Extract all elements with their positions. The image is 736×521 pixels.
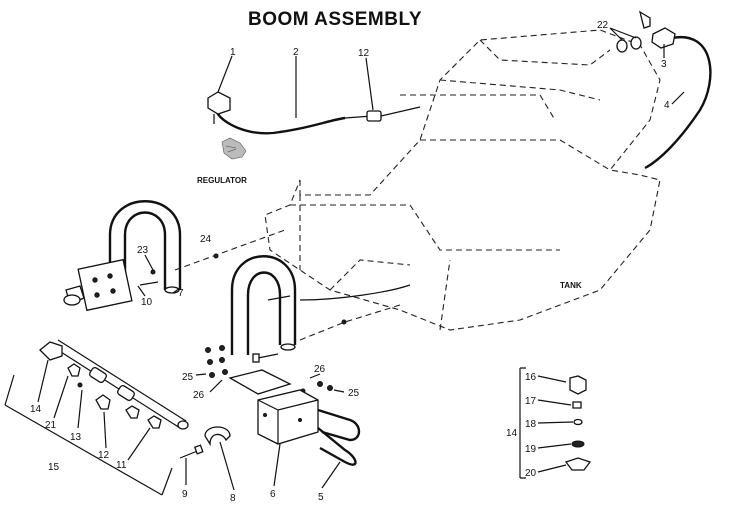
callout-12-boom: 12 bbox=[98, 450, 110, 461]
callout-22: 22 bbox=[597, 20, 609, 31]
callout-5: 5 bbox=[318, 492, 324, 503]
callout-bracket-15 bbox=[4, 374, 173, 496]
diagram-title: BOOM ASSEMBLY bbox=[248, 9, 422, 30]
callout-12-top: 12 bbox=[358, 48, 370, 59]
callout-20: 20 bbox=[525, 468, 537, 479]
callout-23: 23 bbox=[137, 245, 149, 256]
callout-25-right: 25 bbox=[348, 388, 360, 399]
nozzle-body-20 bbox=[564, 457, 592, 471]
strainer-18 bbox=[573, 418, 583, 426]
u-bracket-7 bbox=[63, 200, 286, 312]
callout-3: 3 bbox=[661, 59, 667, 70]
end-fitting-14 bbox=[39, 341, 63, 361]
callout-24: 24 bbox=[200, 234, 212, 245]
callout-15: 15 bbox=[48, 462, 60, 473]
leader-lines bbox=[37, 27, 685, 491]
callout-17: 17 bbox=[525, 396, 537, 407]
hose-4 bbox=[616, 10, 712, 170]
callout-1: 1 bbox=[230, 47, 236, 58]
u-bolt-5 bbox=[317, 408, 361, 466]
fitting-3 bbox=[651, 27, 676, 49]
bracket-3 bbox=[638, 10, 651, 29]
callout-21: 21 bbox=[45, 420, 57, 431]
callout-7: 7 bbox=[178, 288, 184, 299]
regulator bbox=[221, 137, 247, 160]
callout-14-detail: 14 bbox=[506, 428, 518, 439]
callout-14-boom: 14 bbox=[30, 404, 42, 415]
regulator-label: REGULATOR bbox=[197, 176, 247, 185]
callout-13: 13 bbox=[70, 432, 82, 443]
elbow-fitting-1 bbox=[207, 91, 231, 124]
washer-22a bbox=[616, 39, 628, 53]
nozzle-12 bbox=[95, 394, 111, 410]
u-bracket-upright bbox=[230, 255, 411, 355]
tank-outline bbox=[264, 29, 661, 331]
callout-16: 16 bbox=[525, 372, 537, 383]
callout-19: 19 bbox=[525, 444, 537, 455]
callout-9: 9 bbox=[182, 489, 188, 500]
nozzle-detail-14 bbox=[519, 367, 592, 479]
callout-8: 8 bbox=[230, 493, 236, 504]
callout-26-left: 26 bbox=[193, 390, 205, 401]
mount-bracket-6 bbox=[228, 369, 319, 445]
tank-label: TANK bbox=[560, 281, 582, 290]
callout-2: 2 bbox=[293, 47, 299, 58]
clamp-plate bbox=[77, 258, 133, 312]
coupler-12 bbox=[366, 110, 382, 122]
washer-22b bbox=[630, 36, 642, 50]
screw-9 bbox=[179, 444, 204, 459]
gasket-19 bbox=[571, 440, 585, 448]
callout-26-right: 26 bbox=[314, 364, 326, 375]
clamp-8 bbox=[204, 426, 231, 447]
callout-10: 10 bbox=[141, 297, 153, 308]
callout-25-left: 25 bbox=[182, 372, 194, 383]
callout-11: 11 bbox=[116, 460, 127, 471]
callout-18: 18 bbox=[525, 419, 537, 430]
boom-pipe-13 bbox=[39, 339, 189, 430]
callout-6: 6 bbox=[270, 489, 276, 500]
callout-4: 4 bbox=[664, 100, 670, 111]
hose-2 bbox=[214, 98, 421, 135]
nozzle-cap-16 bbox=[569, 375, 587, 395]
callout-numbers: 1 2 12 22 3 4 24 23 10 7 14 21 13 12 11 … bbox=[30, 20, 670, 504]
fastener-set-25-26 bbox=[205, 345, 333, 394]
nozzle-tip-17 bbox=[572, 401, 582, 409]
